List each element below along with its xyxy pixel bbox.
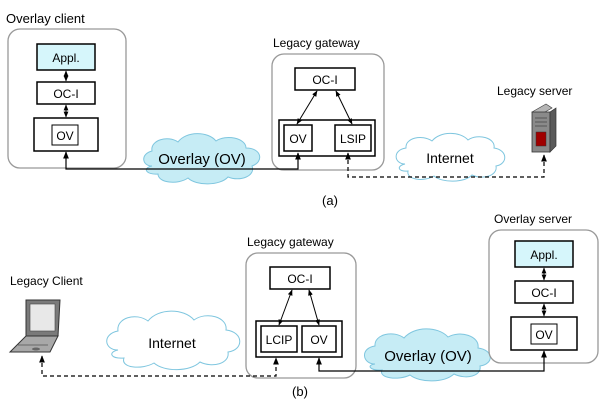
- caption-b: (b): [292, 384, 308, 399]
- internet-cloud-a: Internet: [395, 132, 506, 182]
- server-appl-box: [514, 240, 574, 268]
- gateway-a-ov-box: [283, 124, 313, 152]
- caption-a: (a): [322, 193, 338, 208]
- client-oci-box: [36, 81, 96, 105]
- gateway-b-lcip-box: [260, 325, 298, 353]
- legacy-client-title: Legacy Client: [10, 274, 83, 288]
- gateway-a-lsip-box: [334, 124, 372, 152]
- gateway-a-oci-ov-link: [296, 90, 318, 125]
- laptop-to-gateway-lcip-link: [39, 355, 279, 377]
- client-oci-label: OC-I: [53, 87, 78, 101]
- client-appl-label: Appl.: [52, 51, 79, 65]
- gateway-b-oci-box: [269, 266, 331, 290]
- server-ov-label: OV: [535, 328, 552, 342]
- gateway-lsip-to-server-link: [345, 152, 547, 178]
- gateway-b-ov-box: [301, 325, 337, 353]
- overlay-cloud-b-label: Overlay (OV): [384, 348, 472, 365]
- gateway-b-oci-ov-link: [308, 289, 320, 326]
- gateway-b-oci-label: OC-I: [287, 272, 312, 286]
- server-oci-box: [514, 280, 574, 304]
- server-oci-label: OC-I: [531, 286, 556, 300]
- gateway-ov-to-server-ov-link: [316, 350, 547, 372]
- panel-a: Overlay client Appl. OC-I OV Legacy gate…: [6, 11, 572, 208]
- gateway-b-oci-lcip-link: [278, 289, 293, 326]
- internet-cloud-b: Internet: [106, 310, 241, 371]
- gateway-a-lsip-label: LSIP: [340, 132, 366, 146]
- internet-cloud-a-label: Internet: [426, 150, 474, 166]
- gateway-b-ov-label: OV: [310, 333, 327, 347]
- legacy-server-title: Legacy server: [497, 84, 572, 98]
- server-appl-label: Appl.: [530, 248, 557, 262]
- server-ov-inner-box: [530, 323, 558, 345]
- legacy-gateway-a-title: Legacy gateway: [273, 36, 360, 50]
- gateway-b-lcip-label: LCIP: [266, 333, 293, 347]
- laptop-icon: [8, 299, 61, 353]
- legacy-gateway-b-title: Legacy gateway: [247, 235, 334, 249]
- overlay-cloud-a: Overlay (OV): [143, 133, 261, 185]
- client-ov-label: OV: [56, 129, 73, 143]
- overlay-server-title: Overlay server: [494, 212, 572, 226]
- panel-b: Legacy Client Internet Legacy gateway OC…: [8, 212, 599, 399]
- overlay-cloud-a-label: Overlay (OV): [158, 151, 246, 168]
- server-icon: [531, 103, 557, 153]
- overlay-cloud-b: Overlay (OV): [364, 328, 491, 382]
- client-appl-box: [36, 43, 96, 71]
- gateway-a-oci-label: OC-I: [312, 73, 337, 87]
- overlay-client-title: Overlay client: [6, 11, 85, 26]
- gateway-a-oci-lsip-link: [335, 90, 353, 125]
- client-ov-to-gateway-ov-link: [63, 151, 301, 170]
- gateway-a-ov-label: OV: [289, 132, 306, 146]
- internet-cloud-b-label: Internet: [148, 335, 196, 351]
- client-ov-inner-box: [51, 124, 79, 146]
- gateway-a-oci-box: [294, 67, 356, 91]
